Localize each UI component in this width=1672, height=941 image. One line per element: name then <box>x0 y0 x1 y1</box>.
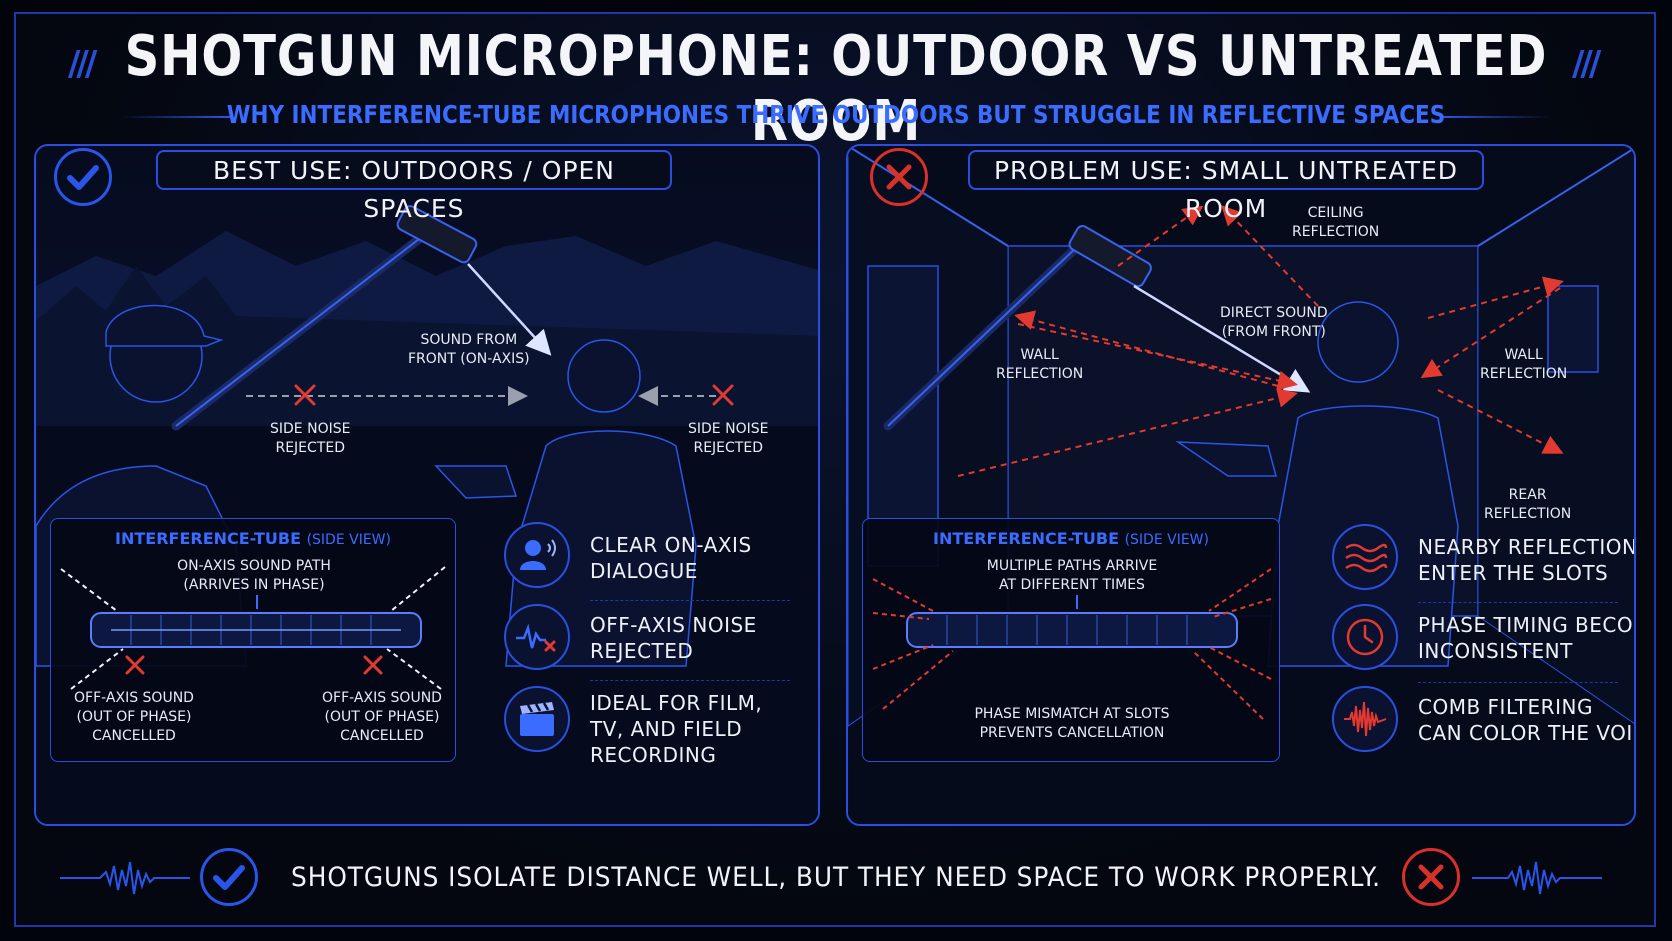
subtitle-rule-left <box>120 116 230 118</box>
shotgun-mic-outdoor <box>396 205 478 264</box>
page-title: SHOTGUN MICROPHONE: OUTDOOR VS UNTREATED… <box>124 24 1548 154</box>
label-multiple-paths: MULTIPLE PATHS ARRIVE AT DIFFERENT TIMES <box>986 558 1158 593</box>
label-on-axis-path: ON-AXIS SOUND PATH (ARRIVES IN PHASE) <box>177 558 331 593</box>
tube-title-outdoor: INTERFERENCE-TUBE (SIDE VIEW) <box>115 529 391 548</box>
tube-title-room: INTERFERENCE-TUBE (SIDE VIEW) <box>933 529 1209 548</box>
decorative-slashes-right: /// <box>1572 44 1601 84</box>
page-subtitle: WHY INTERFERENCE-TUBE MICROPHONES THRIVE… <box>226 100 1446 129</box>
check-circle-icon <box>54 148 112 206</box>
feature-comb-filtering: COMB FILTERING CAN COLOR THE VOICE <box>1418 695 1634 745</box>
feature-nearby-reflections: NEARBY REFLECTIONS ENTER THE SLOTS <box>1418 535 1636 585</box>
label-rear-reflection: REAR REFLECTION <box>1484 487 1572 522</box>
comb-waveform-icon <box>1332 686 1398 752</box>
footer-waveform-left <box>60 861 190 895</box>
footer-waveform-right <box>1472 861 1602 895</box>
badge-problem-use: PROBLEM USE: SMALL UNTREATED ROOM <box>968 150 1484 223</box>
waveform-x-icon <box>504 604 570 670</box>
rejected-x-right <box>712 384 734 406</box>
label-sound-from-front: SOUND FROM FRONT (ON-AXIS) <box>408 332 530 367</box>
badge-best-use: BEST USE: OUTDOORS / OPEN SPACES <box>156 150 672 223</box>
footer-summary: SHOTGUNS ISOLATE DISTANCE WELL, BUT THEY… <box>291 862 1381 893</box>
label-wall-reflection-right: WALL REFLECTION <box>1480 347 1568 382</box>
clock-icon <box>1332 604 1398 670</box>
rejected-x-left <box>294 384 316 406</box>
feature-phase-timing: PHASE TIMING BECOMES INCONSISTENT <box>1418 613 1634 663</box>
tube-diagram-room: INTERFERENCE-TUBE (SIDE VIEW) MULTIPLE P… <box>862 518 1280 762</box>
clapperboard-icon <box>504 686 570 752</box>
feature-divider <box>590 600 790 601</box>
feature-ideal-for-film: IDEAL FOR FILM, TV, AND FIELD RECORDING <box>590 691 763 767</box>
tube-drawing-outdoor <box>60 566 446 690</box>
feature-divider <box>1418 682 1618 683</box>
feature-divider <box>590 680 790 681</box>
label-phase-mismatch: PHASE MISMATCH AT SLOTS PREVENTS CANCELL… <box>974 706 1170 741</box>
panel-outdoors: BEST USE: OUTDOORS / OPEN SPACES SOUND F… <box>34 144 820 826</box>
footer-x-circle-icon <box>1402 848 1460 906</box>
label-direct-sound: DIRECT SOUND (FROM FRONT) <box>1220 305 1328 340</box>
label-wall-reflection-left: WALL REFLECTION <box>996 347 1084 382</box>
label-off-axis-left: OFF-AXIS SOUND (OUT OF PHASE) CANCELLED <box>74 690 194 744</box>
label-side-noise-left: SIDE NOISE REJECTED <box>270 421 351 456</box>
label-ceiling-reflection: CEILING REFLECTION <box>1292 205 1380 240</box>
label-side-noise-right: SIDE NOISE REJECTED <box>688 421 769 456</box>
feature-off-axis-rejected: OFF-AXIS NOISE REJECTED <box>590 613 757 663</box>
person-speaking-icon <box>504 522 570 588</box>
label-off-axis-right: OFF-AXIS SOUND (OUT OF PHASE) CANCELLED <box>322 690 442 744</box>
footer-check-circle-icon <box>200 848 258 906</box>
feature-divider <box>1418 602 1618 603</box>
decorative-slashes-left: /// <box>68 44 97 84</box>
feature-clear-dialogue: CLEAR ON-AXIS DIALOGUE <box>590 533 752 583</box>
x-circle-icon <box>870 148 928 206</box>
tube-diagram-outdoor: INTERFERENCE-TUBE (SIDE VIEW) ON-AXIS SO… <box>50 518 456 762</box>
tube-drawing-room <box>872 568 1272 720</box>
subtitle-rule-right <box>1442 116 1552 118</box>
panel-untreated-room: PROBLEM USE: SMALL UNTREATED ROOM CEILIN… <box>846 144 1636 826</box>
wavy-lines-icon <box>1332 524 1398 590</box>
shotgun-mic-room <box>1068 225 1152 288</box>
talent-silhouette <box>434 339 697 667</box>
wall-picture-frame <box>1547 285 1599 373</box>
